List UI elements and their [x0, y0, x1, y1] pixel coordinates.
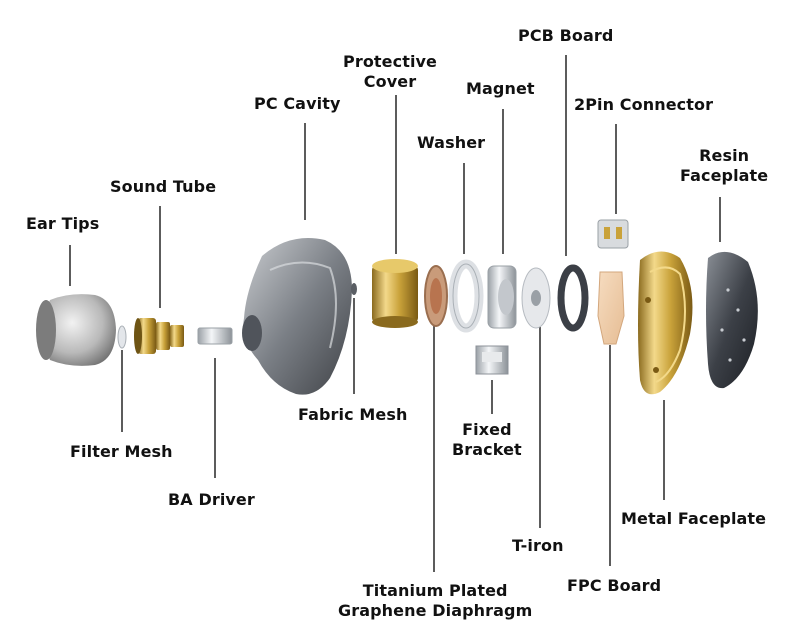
- ba-driver-part: [197, 327, 233, 345]
- magnet-part: [487, 265, 517, 329]
- sound-tube-part: [134, 318, 184, 354]
- label-fabric-mesh: Fabric Mesh: [298, 405, 408, 424]
- label-metal-faceplate: Metal Faceplate: [621, 509, 767, 528]
- pcb-board-part: [557, 264, 589, 332]
- label-diaphragm-line1: Titanium Plated: [362, 581, 508, 600]
- label-diaphragm: Titanium Plated Graphene Diaphragm: [338, 581, 532, 621]
- ear-tip-part: [36, 294, 116, 366]
- label-protective-cover-line1: Protective: [343, 52, 438, 71]
- label-resin-faceplate-line1: Resin: [699, 146, 750, 165]
- label-protective-cover-line2: Cover: [363, 72, 417, 91]
- t-iron-part: [521, 267, 551, 329]
- label-pc-cavity: PC Cavity: [254, 94, 341, 113]
- label-resin-faceplate-line2: Faceplate: [680, 166, 769, 185]
- label-fixed-bracket: Fixed Bracket: [452, 420, 522, 460]
- diaphragm-part: [424, 265, 448, 327]
- label-fixed-bracket-line2: Bracket: [452, 440, 522, 459]
- label-2pin-connector: 2Pin Connector: [574, 95, 714, 114]
- metal-faceplate-part: [638, 251, 693, 395]
- label-protective-cover: Protective Cover: [343, 52, 437, 92]
- protective-cover-part: [372, 259, 418, 328]
- label-fpc-board: FPC Board: [567, 576, 662, 595]
- pc-cavity-part: [242, 238, 352, 395]
- fpc-board-part: [597, 271, 625, 345]
- label-resin-faceplate: Resin Faceplate: [680, 146, 768, 186]
- label-ear-tips: Ear Tips: [26, 214, 100, 233]
- label-ba-driver: BA Driver: [168, 490, 255, 509]
- label-fixed-bracket-line1: Fixed: [462, 420, 512, 439]
- fixed-bracket-part: [475, 345, 509, 375]
- label-pcb-board: PCB Board: [518, 26, 614, 45]
- two-pin-connector-part: [597, 219, 629, 249]
- fabric-mesh-part: [351, 283, 357, 295]
- label-diaphragm-line2: Graphene Diaphragm: [338, 601, 533, 620]
- label-sound-tube: Sound Tube: [110, 177, 217, 196]
- label-filter-mesh: Filter Mesh: [70, 442, 173, 461]
- filter-mesh-part: [117, 325, 127, 349]
- leader-lines: [69, 55, 721, 572]
- washer-part: [448, 259, 484, 333]
- label-washer: Washer: [417, 133, 486, 152]
- label-magnet: Magnet: [466, 79, 535, 98]
- label-t-iron: T-iron: [512, 536, 564, 555]
- resin-faceplate-part: [706, 251, 758, 389]
